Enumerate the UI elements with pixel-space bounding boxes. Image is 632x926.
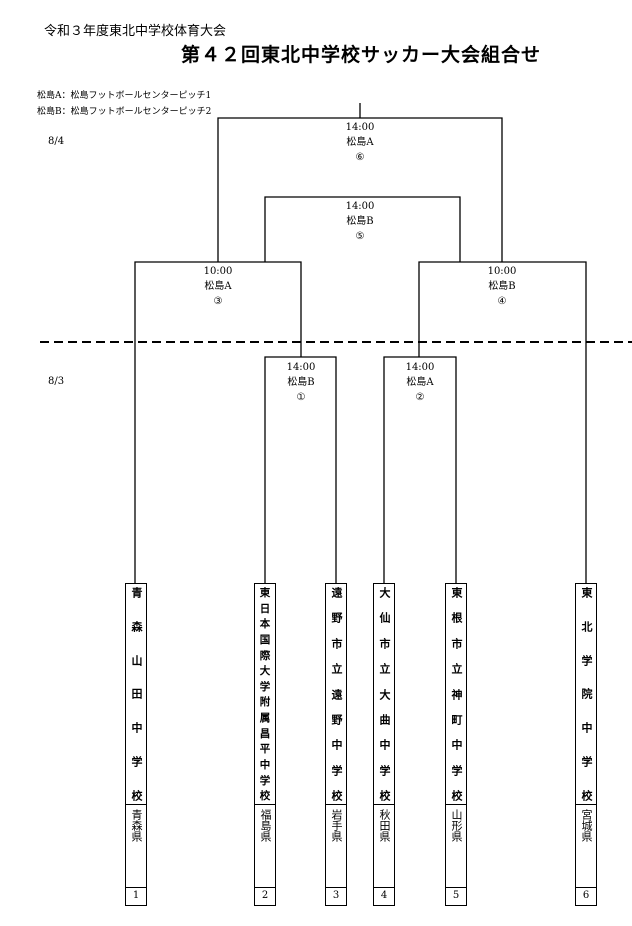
- match-4-number: ④: [497, 296, 507, 307]
- match-6-number: ⑥: [355, 152, 365, 163]
- team-6-seed: 6: [576, 887, 596, 903]
- team-5-name: 東根市立神町中学校: [450, 587, 463, 801]
- team-6-box: 東北学院中学校 宮城県 6: [575, 583, 597, 906]
- match-3-label: 10:00 松島A ③: [178, 264, 258, 309]
- date-day1: 8/3: [48, 376, 65, 387]
- match-5-label: 14:00 松島B ⑤: [320, 199, 400, 244]
- team-5-prefecture: 山形県: [446, 804, 466, 887]
- match-1-time: 14:00: [286, 362, 316, 373]
- match-6-label: 14:00 松島A ⑥: [320, 120, 400, 165]
- page-title: 第４２回東北中学校サッカー大会組合せ: [180, 44, 541, 66]
- team-2-name: 東日本国際大学附属昌平中学校: [258, 587, 271, 801]
- team-3-box: 遠野市立遠野中学校 岩手県 3: [325, 583, 347, 906]
- team-1-name: 青森山田中学校: [130, 587, 143, 801]
- match-3-number: ③: [213, 296, 223, 307]
- team-1-box: 青森山田中学校 青森県 1: [125, 583, 147, 906]
- match-5-number: ⑤: [355, 231, 365, 242]
- team-2-prefecture: 福島県: [255, 804, 275, 887]
- match-1-number: ①: [296, 392, 306, 403]
- venue-note-b: 松島B：松島フットボールセンターピッチ2: [37, 107, 212, 117]
- match-4-venue: 松島B: [488, 281, 516, 292]
- team-1-prefecture: 青森県: [126, 804, 146, 887]
- team-3-prefecture: 岩手県: [326, 804, 346, 887]
- team-4-prefecture: 秋田県: [374, 804, 394, 887]
- match-2-time: 14:00: [405, 362, 435, 373]
- match-6-time: 14:00: [345, 122, 375, 133]
- match-1-label: 14:00 松島B ①: [261, 360, 341, 405]
- venue-note-a: 松島A：松島フットボールセンターピッチ1: [37, 91, 212, 101]
- match-2-label: 14:00 松島A ②: [380, 360, 460, 405]
- team-2-seed: 2: [255, 887, 275, 903]
- team-5-seed: 5: [446, 887, 466, 903]
- team-3-seed: 3: [326, 887, 346, 903]
- event-line: 令和３年度東北中学校体育大会: [44, 24, 227, 39]
- team-5-box: 東根市立神町中学校 山形県 5: [445, 583, 467, 906]
- team-4-name: 大仙市立大曲中学校: [378, 587, 391, 801]
- date-day2: 8/4: [48, 136, 65, 147]
- match-5-venue: 松島B: [346, 216, 374, 227]
- team-4-seed: 4: [374, 887, 394, 903]
- team-2-box: 東日本国際大学附属昌平中学校 福島県 2: [254, 583, 276, 906]
- match-5-time: 14:00: [345, 201, 375, 212]
- match-2-venue: 松島A: [406, 377, 434, 388]
- team-6-name: 東北学院中学校: [580, 587, 593, 801]
- match-1-venue: 松島B: [287, 377, 315, 388]
- team-3-name: 遠野市立遠野中学校: [330, 587, 343, 801]
- match-4-label: 10:00 松島B ④: [462, 264, 542, 309]
- match-3-venue: 松島A: [204, 281, 232, 292]
- match-4-time: 10:00: [487, 266, 517, 277]
- match-6-venue: 松島A: [346, 137, 374, 148]
- team-4-box: 大仙市立大曲中学校 秋田県 4: [373, 583, 395, 906]
- match-3-time: 10:00: [203, 266, 233, 277]
- team-6-prefecture: 宮城県: [576, 804, 596, 887]
- team-1-seed: 1: [126, 887, 146, 903]
- match-2-number: ②: [415, 392, 425, 403]
